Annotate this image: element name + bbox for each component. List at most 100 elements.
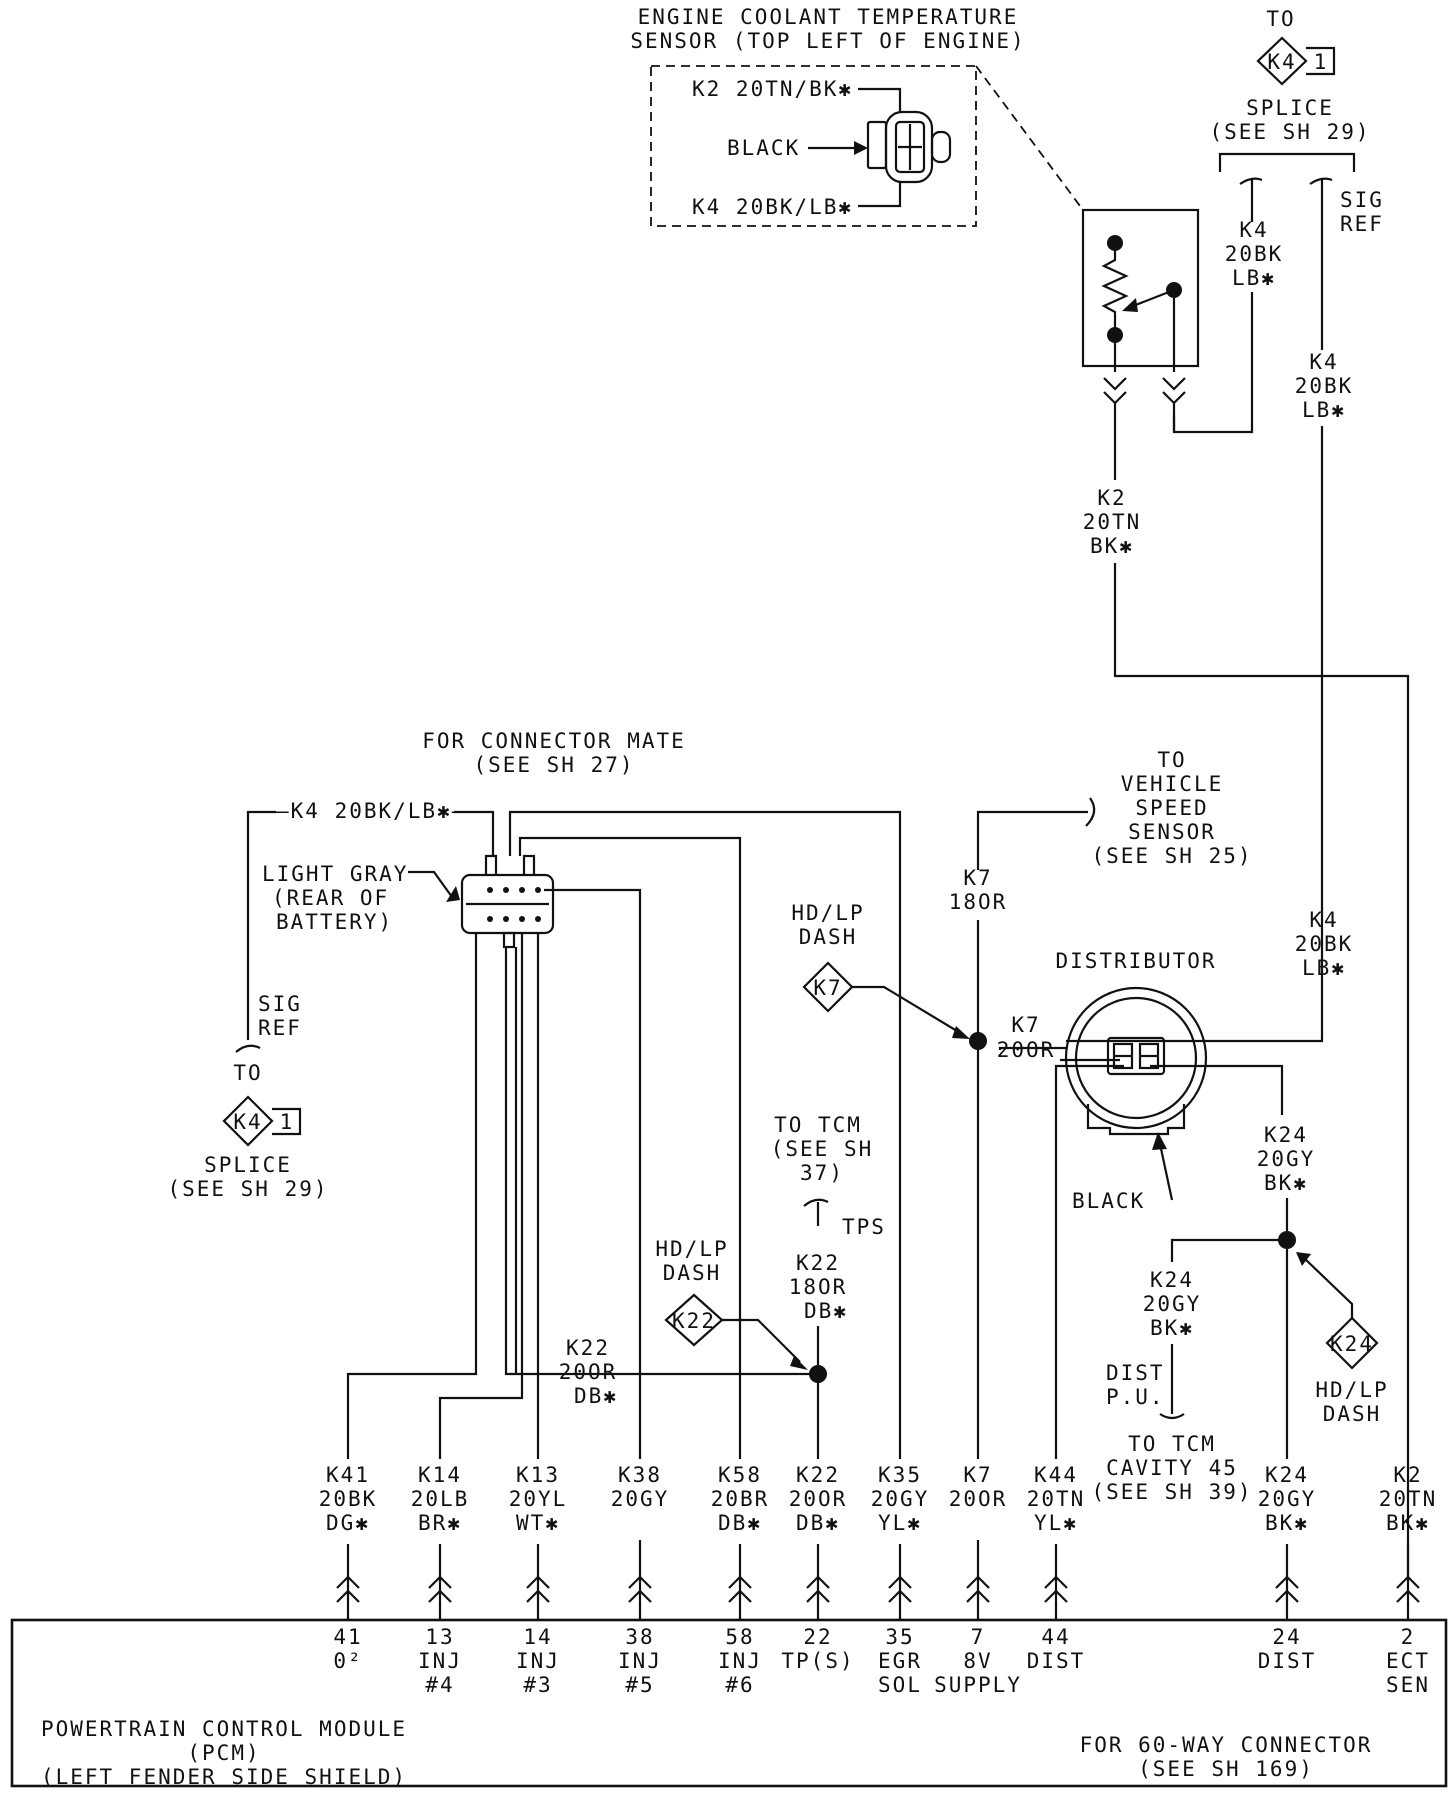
pcm-wire-label: K13: [516, 1463, 560, 1487]
splice-left-to: TO: [233, 1061, 262, 1085]
splice-top-diamond: [1256, 36, 1308, 86]
splice-top-wire-left-1: K4: [1239, 218, 1268, 242]
inline-connector-icon: [966, 1575, 990, 1603]
vss-label-3: SPEED: [1135, 796, 1208, 820]
inline-connector-icon: [1044, 1575, 1068, 1603]
ect-sensor-box: [650, 65, 977, 227]
k7-splice-dot: [969, 1032, 987, 1050]
inline-connector-icon: [428, 1575, 452, 1603]
splice-top-wire-right-3: LB✱: [1302, 398, 1346, 422]
connector-color-1: LIGHT GRAY: [262, 862, 408, 886]
k24-top-1: K24: [1264, 1123, 1308, 1147]
pcm-pin-function: ECT: [1386, 1649, 1430, 1673]
ect-wire-2: 20TN: [1083, 510, 1142, 534]
k24-tcm-3: (SEE SH 39): [1091, 1480, 1252, 1504]
wire-k4-mate: [454, 810, 495, 856]
k24-mid-3: BK✱: [1150, 1316, 1194, 1340]
tcm-tps-wire-3: DB✱: [804, 1299, 848, 1323]
connector-color-3: BATTERY): [276, 910, 393, 934]
wire-k41: [346, 933, 478, 1459]
pcm-wire-label: K35: [878, 1463, 922, 1487]
ect-sensor-symbol: [1081, 208, 1200, 405]
pcm-wire-group: K4120BKDG✱410²K1420LBBR✱13INJ#4K1320YLWT…: [319, 1463, 1436, 1697]
splice-top-wire-right-1: K4: [1309, 350, 1338, 374]
pcm-wire-label: K14: [418, 1463, 462, 1487]
splice-left-diamond: [222, 1095, 274, 1147]
distributor-k4-1: K4: [1309, 908, 1338, 932]
tcm-tps: TO TCM (SEE SH 37) TPS K22 18OR DB✱: [771, 1113, 886, 1459]
pcm-wire-label: YL✱: [878, 1511, 922, 1535]
pcm-wire-label: K2: [1393, 1463, 1422, 1487]
tcm-tps-label-1: TO TCM: [774, 1113, 862, 1137]
hdlp-k22-wire-2: 20OR: [559, 1360, 618, 1384]
pcm-pin-number: 38: [625, 1625, 654, 1649]
pcm-wire-label: 20BR: [711, 1487, 770, 1511]
pcm-name-1: POWERTRAIN CONTROL MODULE: [41, 1717, 407, 1741]
pcm-pin-function: #6: [725, 1673, 754, 1697]
ect-title-2: SENSOR (TOP LEFT OF ENGINE): [630, 29, 1025, 53]
pcm-pin-function: TP(S): [781, 1649, 854, 1673]
splice-top-label-2: (SEE SH 29): [1209, 120, 1370, 144]
pcm-wire-label: 20LB: [411, 1487, 470, 1511]
splice-left-circuit: K4: [233, 1110, 262, 1134]
pcm-wire-label: DG✱: [326, 1511, 370, 1535]
distributor-k7-1: K7: [1011, 1013, 1040, 1037]
pcm-wire-label: YL✱: [1034, 1511, 1078, 1535]
pcm-wire-label: BK✱: [1265, 1511, 1309, 1535]
pcm-pin-function: INJ: [418, 1649, 462, 1673]
vss-label-1: TO: [1157, 748, 1186, 772]
vss-label-5: (SEE SH 25): [1091, 844, 1252, 868]
pcm-pin-function: EGR: [878, 1649, 922, 1673]
k24-group: K24 20GY BK✱ K24 20GY BK✱ DIST P.U. TO T…: [1091, 1123, 1388, 1504]
ect-sensor-connector-icon: [866, 110, 952, 184]
k24-mid-1: K24: [1150, 1268, 1194, 1292]
pcm-pin-number: 22: [803, 1625, 832, 1649]
wire-k4-left: [246, 810, 276, 1040]
pcm-connector-1: FOR 60-WAY CONNECTOR: [1080, 1733, 1373, 1757]
wire-k24-dist: [1150, 1064, 1284, 1115]
tcm-tps-tps: TPS: [842, 1215, 886, 1239]
pcm-pin-function: INJ: [718, 1649, 762, 1673]
hdlp-k7: HD/LP DASH K7: [791, 901, 970, 1039]
k24-distpu-1: DIST: [1106, 1361, 1165, 1385]
wire-k58: [518, 836, 742, 1459]
pcm-name-2: (PCM): [187, 1741, 260, 1765]
ect-color-label: BLACK: [727, 136, 800, 160]
tcm-tps-wire-1: K22: [796, 1251, 840, 1275]
pcm-pin-function: DIST: [1258, 1649, 1317, 1673]
inline-connector-icon: [728, 1575, 752, 1603]
k24-mid-2: 20GY: [1143, 1292, 1202, 1316]
splice-top-wire-right-2: 20BK: [1295, 374, 1354, 398]
pcm-wire-label: K44: [1034, 1463, 1078, 1487]
hdlp-k24-label-1: HD/LP: [1315, 1378, 1388, 1402]
tcm-tps-label-2: (SEE SH: [771, 1137, 874, 1161]
pcm-pin-function: DIST: [1027, 1649, 1086, 1673]
splice-left-label-2: (SEE SH 29): [167, 1177, 328, 1201]
pcm-name-3: (LEFT FENDER SIDE SHIELD): [41, 1765, 407, 1789]
pcm-pin-number: 58: [725, 1625, 754, 1649]
pcm-pin-function: SOL: [878, 1673, 922, 1697]
hdlp-k22-wire-1: K22: [566, 1336, 610, 1360]
ect-wire-bottom-label: K4 20BK/LB✱: [692, 195, 853, 219]
pcm-pin-function: SUPPLY: [934, 1673, 1022, 1697]
hdlp-k24-diamond: [1325, 1316, 1379, 1370]
ect-sensor: ENGINE COOLANT TEMPERATURE SENSOR (TOP L…: [630, 5, 1025, 227]
splice-top-to: TO: [1266, 7, 1295, 31]
pcm-pin-function: #4: [425, 1673, 454, 1697]
splice-left-label-1: SPLICE: [204, 1153, 292, 1177]
pcm-wire-label: 20OR: [949, 1487, 1008, 1511]
pcm-pin-function: #3: [523, 1673, 552, 1697]
distributor-k4-2: 20BK: [1295, 932, 1354, 956]
k24-tcm-1: TO TCM: [1128, 1432, 1216, 1456]
pcm-pin-number: 41: [333, 1625, 362, 1649]
hdlp-k22-label-2: DASH: [663, 1261, 722, 1285]
pcm-pin-number: 35: [885, 1625, 914, 1649]
connector-wire-label: —K4 20BK/LB✱—: [276, 799, 466, 823]
inline-connector-icon: [628, 1575, 652, 1603]
